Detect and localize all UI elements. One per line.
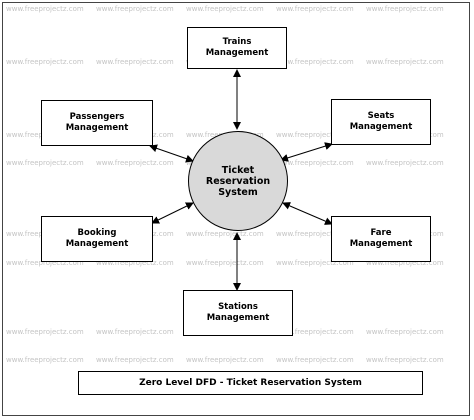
connector-passengers — [149, 144, 194, 163]
connector-booking — [151, 202, 194, 224]
connector-seats — [280, 142, 333, 162]
entity-fare-management: Fare Management — [331, 216, 431, 262]
entity-passengers-management: Passengers Management — [41, 100, 153, 146]
entity-booking-management: Booking Management — [41, 216, 153, 262]
entity-trains-management: Trains Management — [187, 27, 287, 69]
entity-stations-management: Stations Management — [183, 290, 293, 336]
diagram-caption: Zero Level DFD - Ticket Reservation Syst… — [78, 371, 423, 395]
process-ticket-reservation-system: Ticket Reservation System — [188, 131, 288, 231]
frame-border — [2, 2, 470, 416]
connector-fare — [282, 202, 333, 225]
entity-seats-management: Seats Management — [331, 99, 431, 145]
